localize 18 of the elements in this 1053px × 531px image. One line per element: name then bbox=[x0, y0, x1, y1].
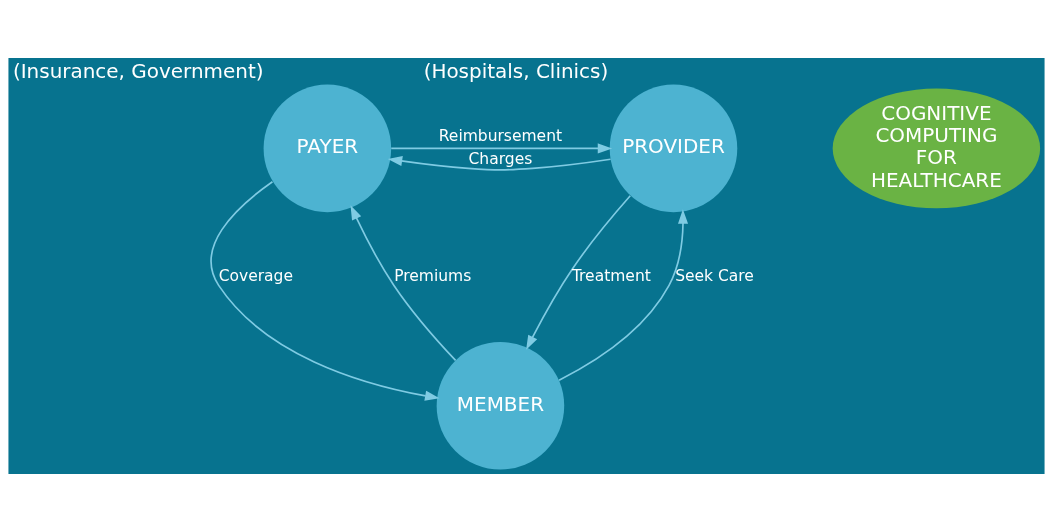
arrow bbox=[558, 208, 689, 381]
edge-label: Coverage bbox=[218, 266, 293, 285]
arrow bbox=[210, 180, 440, 401]
edge-label: Seek Care bbox=[675, 266, 754, 285]
arrow bbox=[390, 142, 613, 153]
node-circle: PAYER bbox=[263, 84, 392, 212]
node-circle: MEMBER bbox=[436, 341, 565, 470]
edge-label: Charges bbox=[468, 149, 533, 168]
arrow bbox=[526, 194, 632, 350]
edge-label: Treatment bbox=[571, 266, 651, 285]
node-circle: PROVIDER bbox=[609, 84, 738, 212]
edge-label: Reimbursement bbox=[438, 126, 563, 145]
arrow bbox=[350, 204, 457, 361]
node-ellipse: COGNITIVE COMPUTING FOR HEALTHCARE bbox=[832, 88, 1041, 208]
node-label: (Insurance, Government) bbox=[12, 58, 264, 83]
arrow bbox=[387, 155, 612, 171]
node-label: (Hospitals, Clinics) bbox=[423, 58, 609, 83]
edge-label: Premiums bbox=[394, 266, 472, 285]
